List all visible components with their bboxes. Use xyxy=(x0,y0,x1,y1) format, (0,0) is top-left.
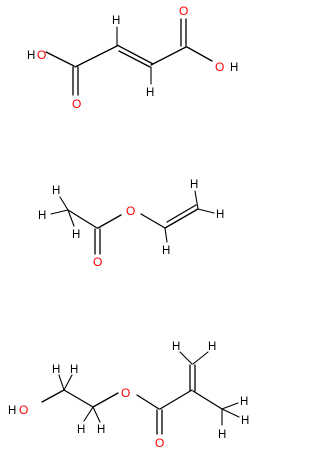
molecule-vinyl-acetate: H H H O O H H H xyxy=(38,179,224,269)
bond-ch2-h2 xyxy=(192,351,209,365)
bond-c1-c2 xyxy=(74,45,118,68)
atom-o1-label: O xyxy=(37,48,46,62)
atom-h-c1a-label: H xyxy=(52,364,60,376)
bond-ch2-oester xyxy=(92,392,119,408)
bond-c-oester xyxy=(97,214,122,229)
atom-h-ch2b-label: H xyxy=(208,341,216,353)
bond-ch3-h2 xyxy=(221,408,240,418)
atom-h-hydroxyl-label: H xyxy=(8,405,16,417)
atom-o-hydroxyl-label: O xyxy=(19,403,28,417)
bond-oester-c xyxy=(136,394,160,410)
atom-h-ch3a-label: H xyxy=(240,396,248,408)
bond-ch-h xyxy=(164,227,168,243)
bond-c2-h1 xyxy=(83,406,94,422)
atom-h-c2a-label: H xyxy=(77,424,85,436)
chemical-structures-diagram: O H O H H O O H H H H O O H H H xyxy=(8,4,249,450)
atom-o-ester-label: O xyxy=(121,386,130,400)
bond-c2-h2 xyxy=(92,406,101,423)
atom-h6-label: H xyxy=(216,209,224,221)
atom-o-carbonyl-label: O xyxy=(155,436,164,450)
atom-h-ch2a-label: H xyxy=(172,341,180,353)
atom-h3-label: H xyxy=(230,62,238,74)
bond-ch3-h2 xyxy=(50,209,69,215)
atom-h-c3-label: H xyxy=(146,87,154,99)
atom-h4-label: H xyxy=(162,245,170,257)
atom-o-carbonyl-label: O xyxy=(93,255,102,269)
atom-o4-label: O xyxy=(215,60,224,74)
bond-oester-c xyxy=(140,213,166,229)
bond-o1-c1 xyxy=(45,51,75,67)
molecule-fumaric-acid: O H O H H O O H xyxy=(27,4,238,111)
atom-h-c1b-label: H xyxy=(70,364,78,376)
bond-ch2-h2 xyxy=(197,208,215,214)
atom-h2-label: H xyxy=(38,210,46,222)
bond-ch3-c xyxy=(67,209,98,229)
atom-h-ch3c-label: H xyxy=(218,429,226,441)
bond-c4-o4 xyxy=(186,46,213,62)
bond-ch2-ch2 xyxy=(63,389,94,408)
atom-h5-label: H xyxy=(190,179,198,191)
atom-h-ch3b-label: H xyxy=(241,415,249,427)
bond-c2-c3-a xyxy=(116,44,154,65)
bond-c1-h1 xyxy=(58,374,65,391)
bond-ch3-h3 xyxy=(67,209,75,227)
bond-c3-c4 xyxy=(150,46,187,66)
bond-c1-h2 xyxy=(63,374,73,391)
bond-ch3-h1 xyxy=(221,402,239,410)
bond-calpha-ch3 xyxy=(192,390,223,410)
bond-oh-ch2 xyxy=(41,389,65,403)
bond-c2-c3-b xyxy=(118,50,151,68)
bond-ch3-h1 xyxy=(59,196,69,211)
bond-c-calpha xyxy=(159,389,193,410)
atom-h3-label: H xyxy=(72,229,80,241)
atom-o2-label: O xyxy=(72,97,81,111)
atom-o-ester-label: O xyxy=(126,204,135,218)
atom-h-c2b-label: H xyxy=(97,424,105,436)
bond-vinyl-a xyxy=(164,208,199,229)
molecule-hydroxyethyl-methacrylate: H O H H H H O O H H H H H xyxy=(8,341,249,450)
bond-ch2-h1 xyxy=(179,351,193,365)
atom-h-c2-label: H xyxy=(112,15,120,27)
atom-o3-label: O xyxy=(179,4,188,18)
atom-h1-label: H xyxy=(27,50,35,62)
bond-ch2-h1 xyxy=(194,190,199,210)
atom-h1-label: H xyxy=(52,185,60,197)
bond-vinyl-b xyxy=(166,204,197,223)
